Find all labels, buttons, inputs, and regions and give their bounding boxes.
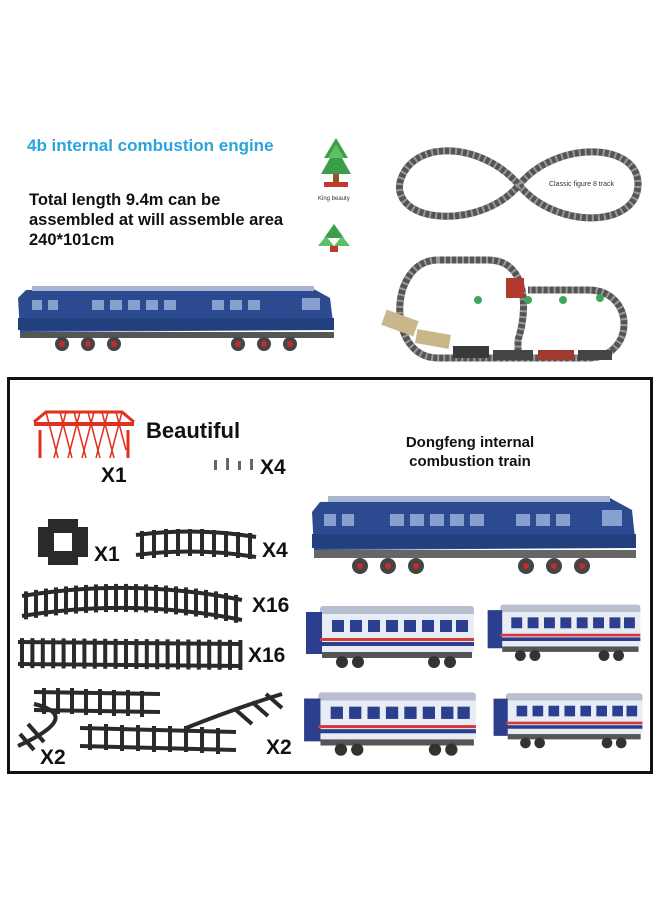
bridge-qty: X1	[101, 464, 127, 487]
switch-track-left-image	[17, 688, 161, 752]
figure8-caption: Classic figure 8 track	[549, 181, 614, 188]
train-title: Dongfeng internal combustion train	[405, 434, 535, 470]
straight-track-qty: X16	[248, 644, 286, 667]
short-track-image	[135, 529, 257, 559]
tree-caption: King beauty	[318, 196, 350, 202]
parts-panel	[7, 377, 653, 774]
switch-right-qty: X2	[266, 736, 292, 759]
passenger-coach-image-3	[304, 692, 476, 756]
description: Total length 9.4m can be assembled at wi…	[29, 191, 284, 249]
locomotive-image-top	[18, 286, 334, 351]
switch-left-qty: X2	[40, 746, 66, 769]
bridge-image	[33, 410, 135, 459]
passenger-coach-image-1	[306, 606, 474, 668]
small-trees-image	[214, 458, 253, 470]
connector-piece-image	[38, 519, 88, 565]
straight-track-image	[17, 638, 243, 670]
tree-image-large	[321, 138, 351, 187]
passenger-coach-image-4	[493, 693, 643, 749]
passenger-coach-image-2	[487, 604, 641, 661]
bridge-label: Beautiful	[146, 418, 241, 443]
switch-track-right-image	[79, 692, 284, 754]
trees-qty: X4	[260, 456, 286, 479]
connector-qty: X1	[94, 543, 120, 566]
tree-image-small	[318, 224, 350, 252]
locomotive-image-panel	[312, 496, 636, 574]
figure8-track-image	[396, 147, 642, 222]
short-track-qty: X4	[262, 539, 288, 562]
headline: 4b internal combustion engine	[27, 136, 274, 155]
curved-track-image	[21, 583, 243, 623]
oval-track-image	[381, 256, 628, 362]
curved-track-qty: X16	[252, 594, 290, 617]
